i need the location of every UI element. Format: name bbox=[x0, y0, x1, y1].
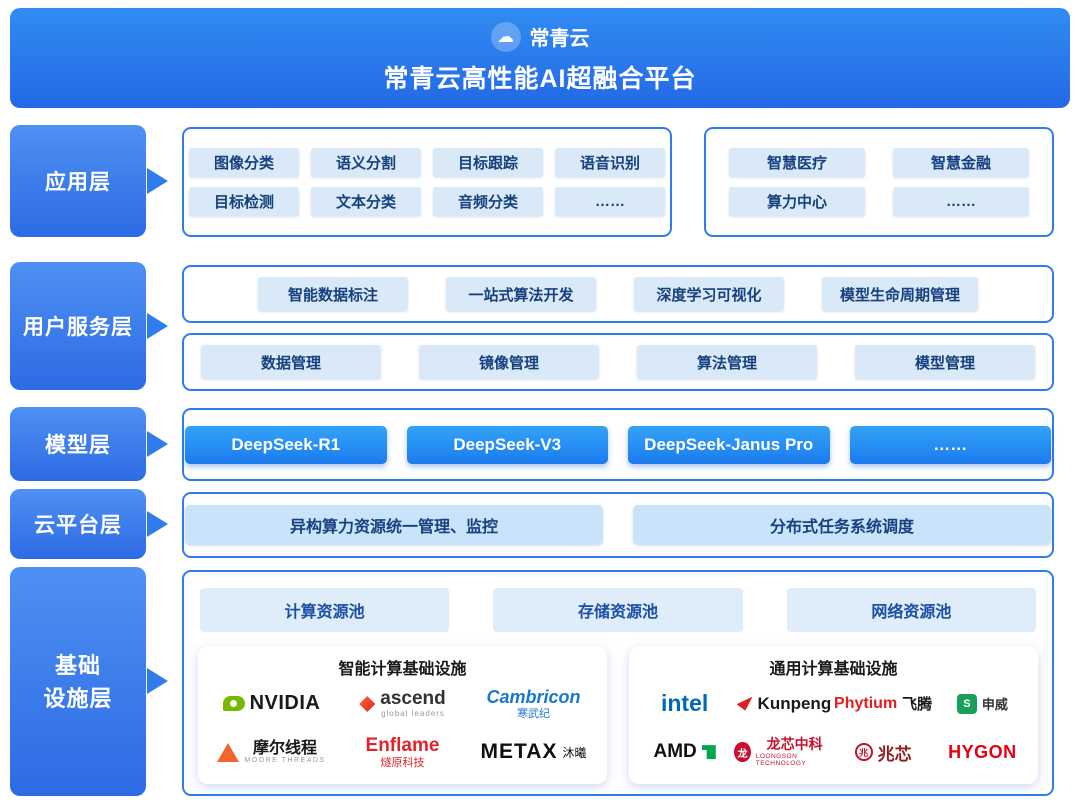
resource-pool: 网络资源池 bbox=[786, 588, 1036, 632]
service-item: 镜像管理 bbox=[419, 345, 599, 379]
model-row: DeepSeek-R1 DeepSeek-V3 DeepSeek-Janus P… bbox=[184, 410, 1052, 479]
app-item-ellipsis: …… bbox=[555, 187, 665, 216]
service-management-row: 数据管理 镜像管理 算法管理 模型管理 bbox=[184, 335, 1052, 389]
nvidia-logo: NVIDIA bbox=[206, 692, 337, 715]
layer-label-cloud-platform: 云平台层 bbox=[10, 489, 146, 559]
kunpeng-logo: Kunpeng bbox=[734, 694, 833, 714]
intelligent-computing-card: 智能计算基础设施 NVIDIA ascend global leaders bbox=[198, 646, 607, 784]
cambricon-logo: Cambricon 寒武纪 bbox=[486, 687, 581, 720]
application-ai-tasks-section: 图像分类 语义分割 目标跟踪 语音识别 目标检测 文本分类 音频分类 …… bbox=[182, 127, 672, 237]
app-item: 智慧医疗 bbox=[729, 148, 865, 177]
model-layer-section: DeepSeek-R1 DeepSeek-V3 DeepSeek-Janus P… bbox=[182, 408, 1054, 481]
hygon-logo: HYGON bbox=[948, 741, 1017, 762]
arrow-icon-user-service bbox=[147, 313, 168, 339]
cloud-platform-row: 异构算力资源统一管理、监控 分布式任务系统调度 bbox=[184, 494, 1052, 556]
loongson-logo: 龙 龙芯中科 LOONGSON TECHNOLOGY bbox=[734, 736, 833, 767]
changqing-cloud-logo-icon: ☁ bbox=[490, 21, 521, 52]
layer-label-infrastructure: 基础 设施层 bbox=[10, 567, 146, 796]
header-banner: ☁ 常青云 常青云高性能AI超融合平台 bbox=[10, 8, 1070, 108]
arrow-icon-application bbox=[147, 168, 168, 194]
zhaoxin-badge-icon: 兆 bbox=[854, 743, 873, 762]
nvidia-eye-icon bbox=[222, 696, 245, 712]
model-item-ellipsis: …… bbox=[849, 425, 1051, 464]
application-industry-section: 智慧医疗 智慧金融 算力中心 …… bbox=[704, 127, 1054, 237]
intel-logo: intel bbox=[660, 690, 709, 717]
layer-label-user-service: 用户服务层 bbox=[10, 262, 146, 390]
resource-pools-row: 计算资源池 存储资源池 网络资源池 bbox=[200, 588, 1036, 632]
model-item: DeepSeek-R1 bbox=[185, 425, 387, 464]
sunway-logo: S 申威 bbox=[933, 693, 1032, 714]
cloud-capability: 异构算力资源统一管理、监控 bbox=[185, 505, 603, 545]
general-computing-title: 通用计算基础设施 bbox=[769, 661, 898, 678]
app-item: 图像分类 bbox=[189, 148, 299, 177]
intelligent-logo-grid: NVIDIA ascend global leaders Cambricon 寒… bbox=[198, 679, 607, 784]
application-ai-tasks-grid: 图像分类 语义分割 目标跟踪 语音识别 目标检测 文本分类 音频分类 …… bbox=[184, 129, 670, 235]
service-item: 智能数据标注 bbox=[257, 277, 408, 311]
app-item: 目标检测 bbox=[189, 187, 299, 216]
brand-row: ☁ 常青云 bbox=[490, 21, 590, 52]
service-item: 模型生命周期管理 bbox=[821, 277, 978, 311]
general-logo-grid: intel Kunpeng Phytium 飞腾 S 申威 bbox=[629, 679, 1038, 784]
ascend-logo: ascend global leaders bbox=[337, 688, 468, 719]
application-industry-grid: 智慧医疗 智慧金融 算力中心 …… bbox=[706, 129, 1052, 235]
kunpeng-wing-icon bbox=[736, 696, 753, 711]
page-title: 常青云高性能AI超融合平台 bbox=[383, 64, 697, 93]
service-tools-section: 智能数据标注 一站式算法开发 深度学习可视化 模型生命周期管理 bbox=[182, 265, 1054, 323]
arrow-icon-infrastructure bbox=[147, 668, 168, 694]
model-item: DeepSeek-Janus Pro bbox=[628, 425, 830, 464]
layer-label-model: 模型层 bbox=[10, 407, 146, 481]
general-computing-card: 通用计算基础设施 intel Kunpeng Phytium 飞腾 S bbox=[629, 646, 1038, 784]
service-item: 深度学习可视化 bbox=[633, 277, 784, 311]
brand-name: 常青云 bbox=[529, 28, 590, 50]
service-item: 模型管理 bbox=[855, 345, 1035, 379]
phytium-logo: Phytium 飞腾 bbox=[834, 694, 933, 714]
resource-pool: 计算资源池 bbox=[200, 588, 450, 632]
cloud-capability: 分布式任务系统调度 bbox=[633, 505, 1051, 545]
resource-pool: 存储资源池 bbox=[493, 588, 743, 632]
app-item-ellipsis: …… bbox=[893, 187, 1029, 216]
app-item: 语音识别 bbox=[555, 148, 665, 177]
app-item: 目标跟踪 bbox=[433, 148, 543, 177]
app-item: 音频分类 bbox=[433, 187, 543, 216]
infrastructure-section: 计算资源池 存储资源池 网络资源池 智能计算基础设施 NVIDIA ascend bbox=[182, 570, 1054, 796]
service-item: 算法管理 bbox=[637, 345, 817, 379]
service-management-section: 数据管理 镜像管理 算法管理 模型管理 bbox=[182, 333, 1054, 391]
service-tools-row: 智能数据标注 一站式算法开发 深度学习可视化 模型生命周期管理 bbox=[184, 267, 1052, 321]
enflame-logo: Enflame 燧原科技 bbox=[365, 734, 440, 769]
service-item: 一站式算法开发 bbox=[445, 277, 596, 311]
cloud-platform-section: 异构算力资源统一管理、监控 分布式任务系统调度 bbox=[182, 492, 1054, 558]
infrastructure-cards-row: 智能计算基础设施 NVIDIA ascend global leaders bbox=[198, 646, 1038, 784]
moore-threads-triangle-icon bbox=[217, 742, 240, 762]
model-item: DeepSeek-V3 bbox=[406, 425, 608, 464]
loongson-badge-icon: 龙 bbox=[734, 742, 751, 763]
app-item: 智慧金融 bbox=[893, 148, 1029, 177]
arrow-icon-cloud-platform bbox=[147, 511, 168, 537]
arrow-icon-model bbox=[147, 431, 168, 457]
layer-label-application: 应用层 bbox=[10, 125, 146, 237]
app-item: 语义分割 bbox=[311, 148, 421, 177]
moore-threads-logo: 摩尔线程 MOORE THREADS bbox=[206, 740, 337, 765]
amd-arrow-icon bbox=[701, 745, 716, 760]
app-item: 算力中心 bbox=[729, 187, 865, 216]
sunway-badge-icon: S bbox=[956, 693, 977, 714]
metax-logo: METAX 沐曦 bbox=[480, 740, 587, 764]
intelligent-computing-title: 智能计算基础设施 bbox=[338, 661, 467, 678]
amd-logo: AMD bbox=[635, 741, 734, 763]
ascend-mark-icon bbox=[359, 695, 376, 712]
zhaoxin-logo: 兆 兆芯 bbox=[834, 740, 933, 765]
service-item: 数据管理 bbox=[201, 345, 381, 379]
app-item: 文本分类 bbox=[311, 187, 421, 216]
